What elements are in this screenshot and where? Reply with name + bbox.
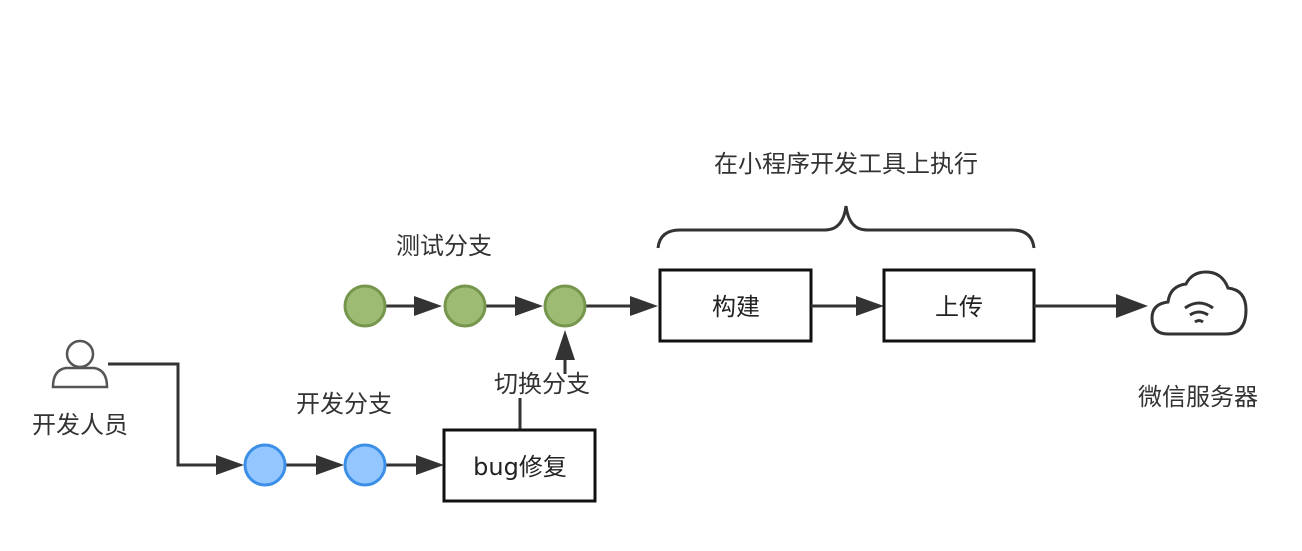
test-edge-1	[386, 296, 442, 316]
dev-edge-1	[286, 455, 344, 475]
test-node-1[interactable]	[343, 284, 387, 328]
test-node-3[interactable]	[543, 284, 587, 328]
tool-group-label: 在小程序开发工具上执行	[714, 150, 978, 178]
build-box[interactable]	[658, 268, 813, 343]
bugfix-label: bug修复	[473, 453, 567, 481]
cloud-wifi-icon	[1150, 270, 1248, 336]
test-branch-label: 测试分支	[396, 232, 492, 260]
dev-node-1[interactable]	[243, 443, 287, 487]
switch-branch-edge	[518, 330, 575, 430]
dev-to-bugfix-edge	[386, 455, 444, 475]
developer-label: 开发人员	[32, 411, 128, 439]
test-edge-2	[486, 296, 543, 316]
wechat-server-label: 微信服务器	[1138, 383, 1258, 411]
switch-branch-label: 切换分支	[494, 370, 590, 398]
tool-group-brace	[656, 205, 1036, 249]
test-to-build-edge	[586, 296, 658, 316]
dev-branch-label: 开发分支	[296, 390, 392, 418]
test-node-2[interactable]	[443, 284, 487, 328]
upload-box[interactable]	[882, 268, 1036, 343]
user-icon	[51, 339, 109, 389]
upload-label: 上传	[935, 293, 983, 321]
build-to-upload-edge	[811, 296, 884, 316]
upload-to-server-edge	[1034, 294, 1148, 318]
bugfix-box[interactable]	[442, 428, 597, 503]
dev-node-2[interactable]	[343, 443, 387, 487]
developer-to-dev-edge	[108, 362, 244, 475]
build-label: 构建	[712, 293, 760, 321]
